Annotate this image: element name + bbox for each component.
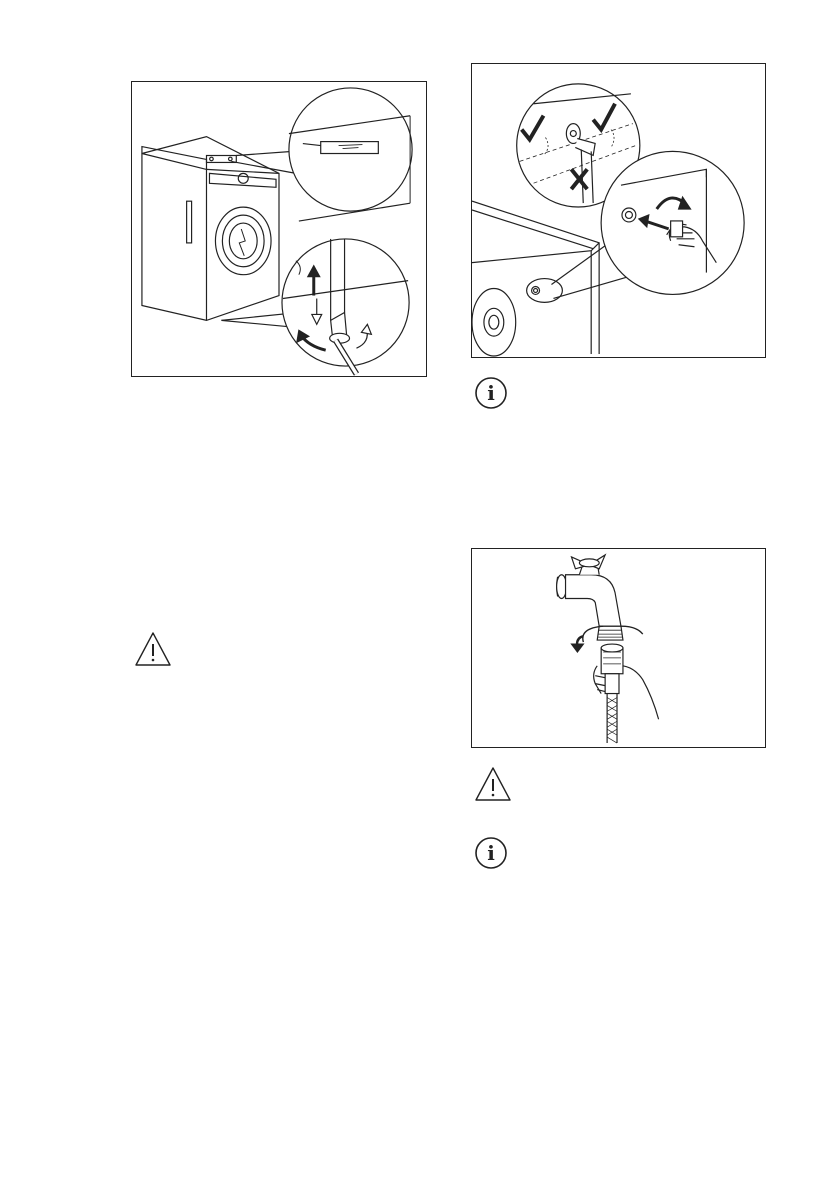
machine-back-drawing: [472, 201, 599, 356]
inlet-hose-illustration: [471, 63, 766, 358]
info-icon: i: [473, 835, 509, 871]
washing-machine-drawing: [142, 137, 279, 321]
warning-icon: [473, 765, 513, 803]
info-icon-letter: i: [487, 381, 495, 405]
hose-tighten-zoom: [601, 151, 744, 294]
hose-fitting-drawing: [601, 644, 623, 743]
info-icon: i: [473, 375, 509, 411]
info-icon-letter: i: [487, 841, 495, 865]
foot-detail-zoom: [282, 239, 409, 374]
tap-hose-illustration: [471, 548, 766, 748]
warning-icon: [133, 630, 173, 668]
leveling-illustration: [131, 81, 427, 377]
tap-drawing: [557, 555, 623, 640]
level-detail-zoom: [289, 88, 412, 221]
